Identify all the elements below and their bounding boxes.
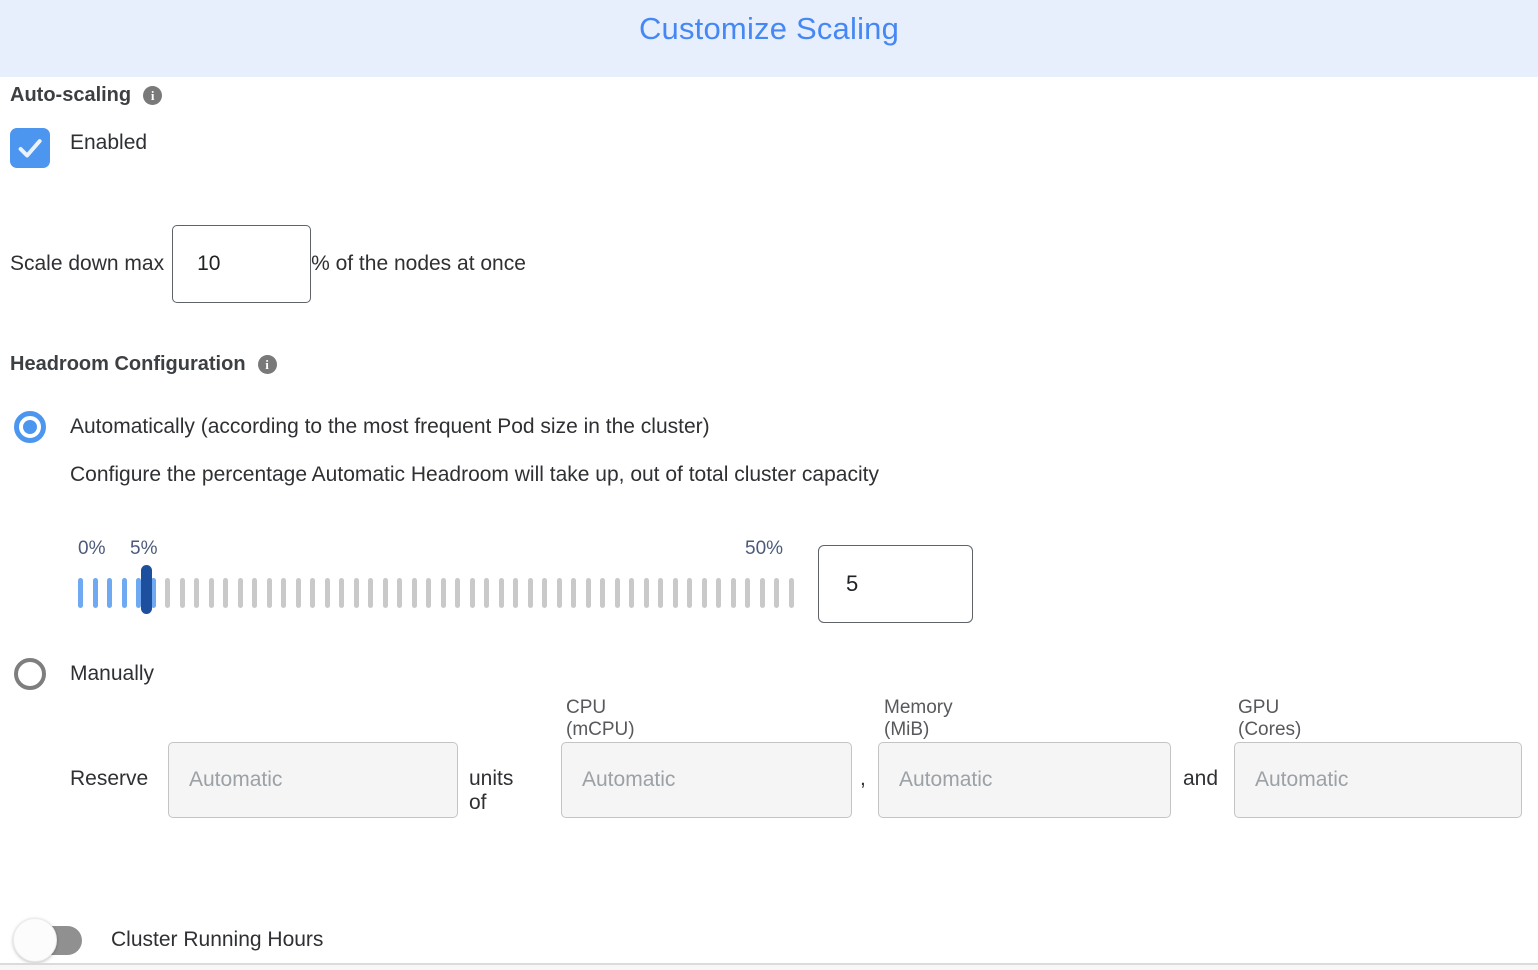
- cluster-running-hours-row: Cluster Running Hours: [13, 918, 323, 962]
- headroom-percentage-input[interactable]: [818, 545, 973, 623]
- gpu-reserve-input[interactable]: [1234, 742, 1522, 818]
- slider-tick: [121, 578, 127, 608]
- gpu-column-header: GPU (Cores): [1238, 697, 1302, 740]
- slider-tick: [324, 578, 330, 608]
- slider-tick: [469, 578, 475, 608]
- slider-tick: [600, 578, 605, 608]
- slider-tick: [426, 578, 431, 608]
- slider-tick: [208, 578, 214, 608]
- slider-tick: [672, 578, 678, 608]
- slider-tick: [266, 578, 272, 608]
- slider-tick: [223, 578, 228, 608]
- slider-tick: [788, 578, 794, 608]
- headroom-section-label: Headroom Configuration: [10, 353, 246, 375]
- page-title: Customize Scaling: [638, 11, 900, 46]
- slider-tick: [339, 578, 344, 608]
- automatic-radio[interactable]: [14, 411, 46, 443]
- autoscaling-section-label: Auto-scaling: [10, 84, 132, 106]
- slider-track[interactable]: [78, 578, 803, 608]
- autoscaling-section-header: Auto-scaling i: [10, 84, 163, 107]
- slider-tick: [614, 578, 620, 608]
- info-icon[interactable]: i: [143, 86, 163, 105]
- slider-tick: [643, 578, 649, 608]
- reserve-label: Reserve: [70, 767, 149, 790]
- slider-tick: [484, 578, 489, 608]
- slider-tick: [498, 578, 504, 608]
- slider-tick: [440, 578, 446, 608]
- slider-tick: [658, 578, 663, 608]
- memory-column-header: Memory (MiB): [884, 697, 953, 740]
- and-label: and: [1183, 767, 1219, 790]
- slider-tick: [252, 578, 257, 608]
- cluster-running-hours-label: Cluster Running Hours: [111, 928, 324, 951]
- autoscaling-enabled-checkbox[interactable]: [10, 128, 50, 168]
- slider-tick: [730, 578, 736, 608]
- headroom-manual-option: Manually: [14, 658, 154, 690]
- slider-min-label: 0%: [78, 538, 106, 559]
- slider-tick: [411, 578, 417, 608]
- autoscaling-enabled-label: Enabled: [70, 131, 148, 154]
- slider-tick: [716, 578, 721, 608]
- slider-tick: [774, 578, 779, 608]
- bottom-divider: [0, 963, 1538, 965]
- manual-radio[interactable]: [14, 658, 46, 690]
- slider-tick: [513, 578, 518, 608]
- slider-tick: [382, 578, 388, 608]
- slider-tick: [310, 578, 315, 608]
- below-divider-strip: [0, 965, 1538, 970]
- units-of-label: units of: [469, 767, 514, 814]
- slider-tick: [194, 578, 199, 608]
- slider-tick: [455, 578, 460, 608]
- slider-tick: [556, 578, 562, 608]
- automatic-headroom-description: Configure the percentage Automatic Headr…: [70, 463, 879, 486]
- memory-reserve-input[interactable]: [878, 742, 1171, 818]
- comma-separator: ,: [860, 767, 866, 790]
- slider-tick: [78, 578, 83, 608]
- slider-tick: [759, 578, 765, 608]
- slider-tick: [179, 578, 185, 608]
- scale-down-prefix-label: Scale down max: [10, 252, 165, 275]
- slider-tick: [687, 578, 692, 608]
- toggle-knob-icon: [13, 918, 57, 962]
- slider-tick: [353, 578, 359, 608]
- slider-tick: [571, 578, 576, 608]
- slider-tick: [527, 578, 533, 608]
- slider-tick: [542, 578, 547, 608]
- cluster-running-hours-toggle[interactable]: [13, 918, 83, 962]
- scale-down-row: Scale down max % of the nodes at once: [10, 225, 526, 303]
- scale-down-max-input[interactable]: [172, 225, 312, 303]
- slider-tick: [150, 578, 156, 608]
- slider-tick: [701, 578, 707, 608]
- slider-thumb[interactable]: [141, 565, 152, 614]
- slider-tick: [629, 578, 634, 608]
- slider-tick: [237, 578, 243, 608]
- info-icon[interactable]: i: [257, 355, 277, 374]
- cpu-column-header: CPU (mCPU): [566, 697, 635, 740]
- scale-down-suffix-label: % of the nodes at once: [311, 252, 526, 275]
- slider-tick: [397, 578, 402, 608]
- automatic-radio-label: Automatically (according to the most fre…: [70, 415, 710, 438]
- slider-tick: [295, 578, 301, 608]
- headroom-section-header: Headroom Configuration i: [10, 353, 277, 376]
- slider-tick: [368, 578, 373, 608]
- slider-tick: [281, 578, 286, 608]
- slider-tick: [107, 578, 112, 608]
- slider-tick: [136, 578, 141, 608]
- autoscaling-enabled-row: Enabled: [10, 128, 147, 168]
- reserve-units-input[interactable]: [168, 742, 458, 818]
- header-bar: Customize Scaling: [0, 0, 1538, 77]
- manual-radio-label: Manually: [70, 662, 155, 685]
- slider-tick: [92, 578, 98, 608]
- slider-max-label: 50%: [745, 538, 784, 559]
- slider-current-label: 5%: [130, 538, 158, 559]
- checkmark-icon: [15, 133, 45, 163]
- cpu-reserve-input[interactable]: [561, 742, 852, 818]
- slider-tick: [165, 578, 170, 608]
- headroom-automatic-option: Automatically (according to the most fre…: [14, 411, 710, 443]
- slider-tick: [745, 578, 750, 608]
- slider-tick: [585, 578, 591, 608]
